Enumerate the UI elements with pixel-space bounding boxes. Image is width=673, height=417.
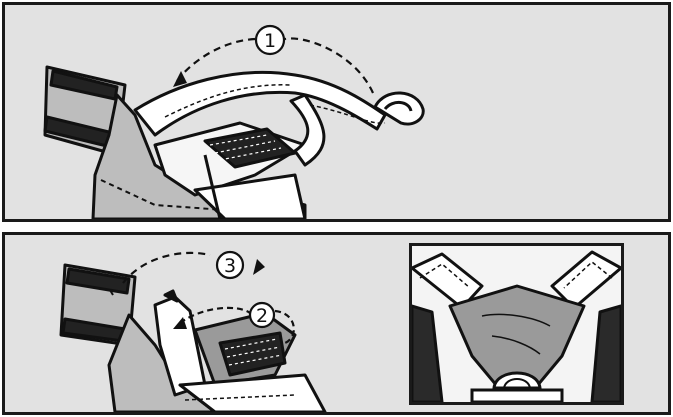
harness-strap (178, 373, 327, 412)
buckle (470, 371, 564, 402)
chest-shield (448, 284, 586, 388)
step-2-badge: 2 (248, 301, 276, 329)
chest-shield-detail (412, 250, 621, 402)
seat-body (91, 93, 307, 219)
shoulder-straps (412, 250, 621, 402)
d-ring-buckle (373, 91, 425, 126)
arrowhead-icon (253, 259, 265, 275)
arrowhead-icon (173, 71, 187, 87)
detail-inset (409, 243, 624, 405)
curved-dashed-arrow-icon (122, 251, 211, 284)
step-1-panel: 1 (2, 2, 671, 222)
step-2-3-panel: 3 2 (2, 232, 671, 415)
step-1-label: 1 (264, 30, 276, 52)
arrowhead-icon (173, 317, 187, 329)
lower-straps (193, 154, 307, 219)
shoulder-pad (153, 289, 297, 397)
step-1-illustration: 1 (43, 24, 425, 219)
harness-strap (133, 70, 387, 167)
step-2-3-illustration: 3 2 (59, 250, 327, 412)
step-2-label: 2 (256, 305, 268, 327)
step-3-badge: 3 (215, 250, 245, 280)
curved-dashed-loop-icon (179, 306, 295, 345)
shoulder-pad (153, 121, 307, 197)
step-1-badge: 1 (254, 24, 286, 56)
step-3-label: 3 (224, 255, 236, 277)
seat-body (107, 313, 217, 412)
